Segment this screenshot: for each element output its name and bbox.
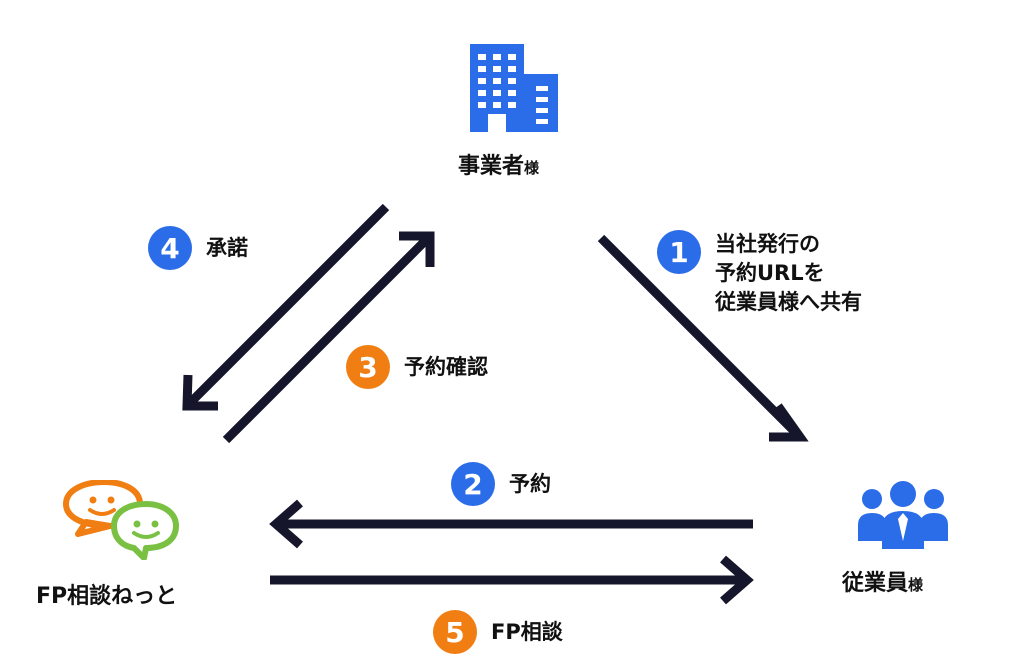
step-2-text: 予約: [509, 472, 551, 496]
arrow-approval: [182, 203, 390, 411]
arrow-fp-consultation: [270, 555, 754, 605]
company-node: 事業者様: [440, 40, 580, 190]
chat-faces-icon: [63, 480, 179, 560]
step-2-badge: 2: [451, 462, 495, 506]
step-2: 2 予約: [451, 462, 551, 506]
company-label-suffix: 様: [524, 159, 540, 177]
employee-node: 従業員様: [840, 475, 980, 605]
step-5-text: FP相談: [491, 620, 563, 644]
employee-label-suffix: 様: [908, 576, 924, 594]
step-1-line-3: 従業員様へ共有: [715, 290, 862, 314]
company-label: 事業者様: [458, 148, 539, 180]
fp-node: FP相談ねっと: [36, 478, 236, 618]
step-3: 3 予約確認: [346, 345, 488, 389]
step-1-badge: 1: [657, 230, 701, 274]
employee-label: 従業員様: [842, 565, 923, 597]
employee-label-main: 従業員: [842, 571, 909, 596]
arrow-booking: [269, 499, 753, 549]
building-icon: [470, 44, 558, 132]
fp-label: FP相談ねっと: [36, 584, 178, 609]
step-1-line-1: 当社発行の: [715, 232, 820, 256]
step-3-text: 予約確認: [404, 355, 488, 379]
step-3-badge: 3: [346, 345, 390, 389]
step-4-text: 承諾: [206, 236, 248, 260]
company-label-main: 事業者: [458, 154, 525, 179]
step-4: 4 承諾: [148, 226, 248, 270]
arrow-share-url: [597, 234, 809, 442]
step-4-badge: 4: [148, 226, 192, 270]
step-5: 5 FP相談: [433, 610, 563, 654]
step-1-line-2: 予約URLを: [715, 261, 825, 285]
arrow-booking-confirm: [222, 231, 435, 444]
step-1: 1 当社発行の 予約URLを 従業員様へ共有: [657, 230, 862, 317]
step-5-badge: 5: [433, 610, 477, 654]
step-1-text: 当社発行の 予約URLを 従業員様へ共有: [715, 230, 862, 317]
people-icon: [858, 481, 948, 549]
